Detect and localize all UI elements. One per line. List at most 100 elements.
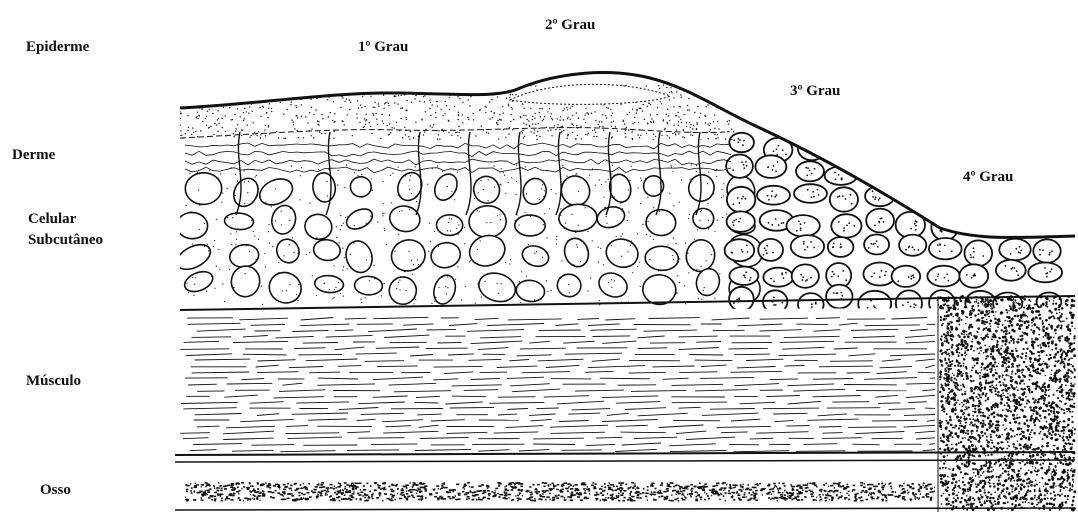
bone-speck — [532, 493, 533, 495]
bone-speck — [659, 496, 661, 498]
connective-dot — [611, 245, 612, 246]
bone-speck — [784, 490, 785, 492]
epidermis-dot — [301, 104, 302, 105]
connective-dot — [282, 290, 283, 291]
bone-speck — [227, 485, 230, 487]
damaged-cell — [794, 184, 827, 203]
epidermis-dot — [584, 114, 585, 115]
connective-dot — [326, 181, 327, 182]
connective-dot — [506, 301, 507, 302]
bone-speck — [548, 485, 549, 487]
epidermis-dot — [319, 132, 320, 133]
charred-dot — [945, 362, 948, 365]
epidermis-dot — [180, 92, 181, 93]
connective-dot — [416, 201, 417, 202]
epidermis-dot — [532, 119, 533, 120]
epidermis-dot — [200, 92, 201, 93]
charred-dot — [990, 434, 992, 436]
bone-speck — [660, 484, 663, 486]
charred-dot — [977, 415, 979, 417]
epidermis-dot — [347, 114, 348, 115]
bone-speck — [616, 495, 617, 497]
bone-speck — [397, 493, 398, 495]
bone-speck — [296, 488, 299, 490]
connective-dot — [354, 172, 355, 173]
damaged-cell-dot — [971, 277, 973, 279]
bone-speck — [418, 489, 421, 491]
bone-speck — [233, 493, 236, 495]
damaged-cell-dot — [867, 307, 869, 309]
bone-speck — [452, 491, 454, 493]
epidermis-dot — [365, 120, 366, 121]
muscle-fiber — [377, 366, 418, 367]
epidermis-dot — [217, 131, 218, 132]
epidermis-dot — [203, 97, 204, 98]
charred-dot — [1013, 477, 1015, 479]
epidermis-dot — [454, 85, 455, 86]
charred-dot — [952, 492, 955, 495]
charred-dot — [985, 462, 987, 464]
epidermis-dot — [595, 120, 596, 121]
epidermis-dot — [473, 119, 474, 120]
bone-speck — [870, 494, 872, 496]
connective-dot — [445, 286, 446, 287]
bone-speck — [763, 488, 766, 490]
connective-dot — [503, 172, 504, 173]
charred-dot — [1070, 396, 1071, 397]
bone-speck — [345, 492, 348, 494]
connective-dot — [382, 215, 383, 216]
damaged-cell-dot — [743, 164, 745, 166]
epidermis-dot — [533, 132, 534, 133]
bone-speck — [517, 495, 519, 497]
bone-speck — [545, 499, 547, 501]
connective-dot — [327, 195, 328, 196]
connective-dot — [641, 180, 642, 181]
bone-speck — [743, 494, 745, 496]
charred-dot — [1055, 485, 1056, 486]
epidermis-dot — [290, 94, 291, 95]
connective-dot — [470, 260, 471, 261]
bone-speck — [816, 486, 817, 488]
epidermis-dot — [293, 124, 294, 125]
connective-dot — [637, 233, 638, 234]
charred-dot — [1062, 439, 1065, 442]
epidermis-dot — [192, 127, 193, 128]
epidermis-dot — [698, 85, 699, 86]
bone-speck — [341, 498, 344, 500]
bone-speck — [345, 486, 347, 488]
epidermis-dot — [342, 120, 343, 121]
damaged-cell-dot — [739, 139, 741, 141]
epidermis-dot — [573, 125, 574, 126]
charred-dot — [1059, 298, 1061, 300]
connective-dot — [500, 184, 501, 185]
bone-speck — [607, 485, 609, 487]
damaged-cell — [996, 260, 1026, 281]
bone-speck — [678, 493, 681, 495]
bone-speck — [423, 487, 426, 489]
muscle-fiber — [851, 329, 898, 330]
connective-dot — [220, 173, 221, 174]
connective-dot — [227, 217, 228, 218]
epidermis-dot — [249, 106, 250, 107]
epidermis-dot — [728, 123, 729, 124]
charred-dot — [1007, 501, 1009, 503]
bone-speck — [509, 494, 511, 496]
damaged-cell-dot — [1043, 141, 1045, 143]
damaged-cell-dot — [810, 308, 812, 310]
bone-speck — [760, 490, 763, 492]
bone-speck — [542, 496, 545, 498]
connective-dot — [586, 249, 587, 250]
muscle-fiber — [361, 413, 404, 414]
charred-dot — [1036, 499, 1037, 500]
epidermis-dot — [718, 128, 719, 129]
charred-dot — [1043, 433, 1046, 436]
epidermis-dot — [657, 114, 658, 115]
connective-dot — [526, 276, 527, 277]
damaged-cell-dot — [917, 178, 919, 180]
bone-speck — [454, 489, 457, 491]
bone-speck — [457, 484, 459, 486]
bone-speck — [504, 492, 507, 494]
epidermis-dot — [351, 86, 352, 87]
epidermis-dot — [673, 106, 674, 107]
epidermis-dot — [359, 122, 360, 123]
